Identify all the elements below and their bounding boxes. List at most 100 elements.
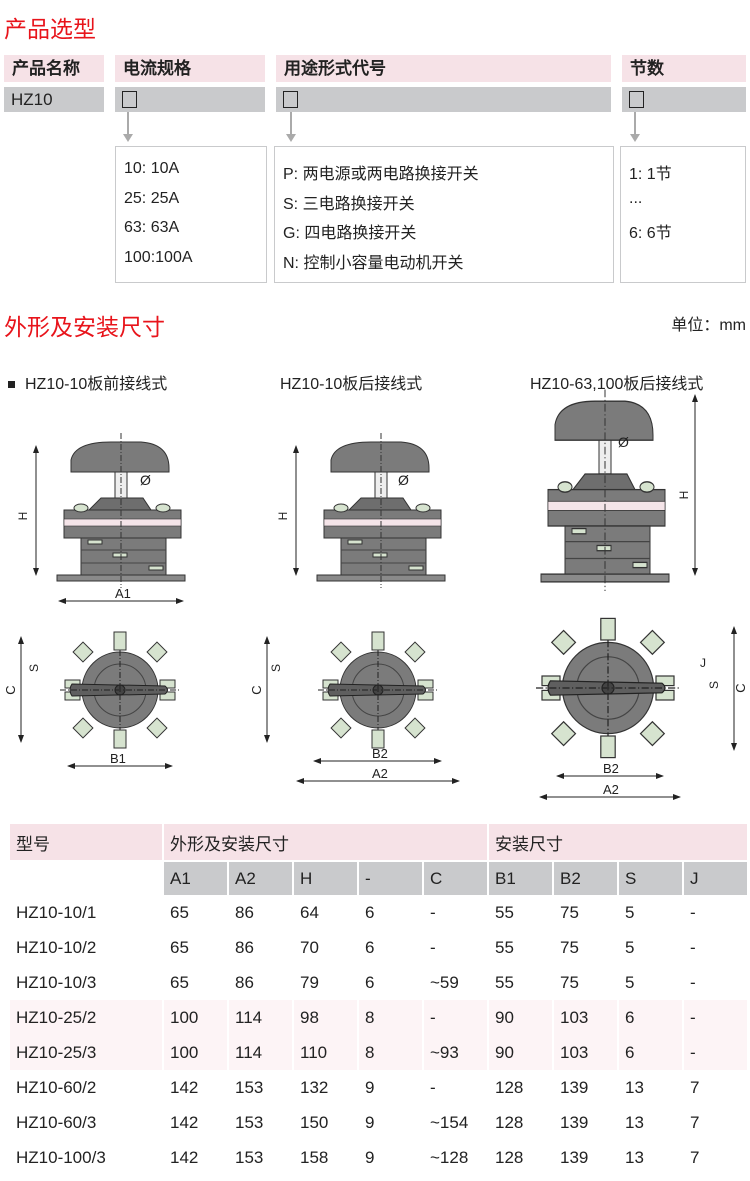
value-cell: 114 [229, 1000, 292, 1035]
dim-label-diameter: Ø [140, 472, 151, 488]
value-cell: 128 [495, 1112, 524, 1132]
connector-line [290, 112, 292, 136]
usage-options: P: 两电源或两电路换接开关 S: 三电路换接开关 G: 四电路换接开关 N: … [274, 146, 614, 283]
value-cell: ~59 [430, 972, 459, 992]
value-cell: ~154 [430, 1112, 469, 1132]
value-cell: 153 [235, 1112, 264, 1132]
arrow-down-icon [286, 134, 296, 142]
value-cell: - [690, 937, 696, 957]
value-cell: 65 [170, 902, 189, 922]
column-header: B2 [554, 860, 617, 895]
front-view-board-rear [316, 432, 446, 589]
value-cell: - [430, 902, 436, 922]
value-cell: 13 [625, 1147, 644, 1167]
value-cell: 90 [489, 1035, 552, 1070]
value-cell: 8 [359, 1000, 422, 1035]
header-sections: 节数 [622, 55, 746, 82]
value-cell: 75 [560, 937, 579, 957]
column-header: A2 [229, 860, 292, 895]
value-cell: 5 [625, 937, 635, 957]
value-cell: 65 [170, 972, 189, 992]
option: 6: 6节 [629, 225, 672, 242]
value-cell: 86 [235, 972, 254, 992]
value-cell: 142 [170, 1077, 199, 1097]
value-cell: - [684, 1000, 747, 1035]
option: ... [629, 189, 643, 207]
value-cell: 70 [300, 937, 319, 957]
value-cell: 7 [690, 1147, 700, 1167]
dim-label-c: C [249, 685, 264, 694]
option: 1: 1节 [629, 166, 672, 183]
option: S: 三电路换接开关 [283, 195, 415, 213]
value-cell: 150 [300, 1112, 329, 1132]
placeholder-box-icon [122, 91, 137, 109]
group-header-outline: 外形及安装尺寸 [164, 824, 487, 860]
value-cell: 6 [619, 1000, 682, 1035]
current-spec-slot [115, 87, 265, 112]
column-header: S [619, 860, 682, 895]
dim-label-a2: A2 [372, 766, 388, 781]
top-view-board-front [59, 631, 181, 749]
bullet-icon [8, 381, 15, 389]
value-cell: 75 [560, 972, 579, 992]
dim-label-a1: A1 [115, 586, 131, 601]
drawing-caption-3: HZ10-63,100板后接线式 [530, 376, 704, 393]
value-cell: 114 [229, 1035, 292, 1070]
placeholder-box-icon [283, 91, 298, 109]
dimensions-title: 外形及安装尺寸 [4, 314, 165, 340]
table-header-groups: 型号 外形及安装尺寸 安装尺寸 [10, 824, 747, 860]
value-cell: ~93 [424, 1035, 487, 1070]
model-header: 型号 [10, 824, 162, 860]
dim-label-s: S [27, 664, 41, 672]
product-name-value: HZ10 [4, 87, 104, 112]
value-cell: 103 [554, 1035, 617, 1070]
model-cell: HZ10-10/1 [16, 902, 97, 922]
model-cell: HZ10-10/3 [16, 972, 97, 992]
front-view-board-front [56, 432, 186, 589]
value-cell: 55 [495, 937, 514, 957]
arrow-down-icon [123, 134, 133, 142]
model-cell: HZ10-100/3 [16, 1147, 106, 1167]
arrow-down-icon [630, 134, 640, 142]
value-cell: 55 [495, 972, 514, 992]
value-cell: 79 [300, 972, 319, 992]
value-cell: 13 [625, 1077, 644, 1097]
value-cell: 158 [300, 1147, 329, 1167]
value-cell: - [684, 1035, 747, 1070]
value-cell: 90 [489, 1000, 552, 1035]
value-cell: - [430, 937, 436, 957]
value-cell: 142 [170, 1112, 199, 1132]
value-cell: 100 [164, 1035, 227, 1070]
dimension-drawings: H Ø A1 C S B1 H Ø C S B2 A2 H Ø C J S B2 [3, 388, 748, 800]
drawing-caption-2: HZ10-10板后接线式 [280, 376, 423, 393]
model-cell: HZ10-60/3 [16, 1112, 97, 1132]
option: 63: 63A [124, 219, 180, 236]
model-cell: HZ10-25/3 [10, 1035, 162, 1070]
value-cell: 100 [164, 1000, 227, 1035]
unit-label: 单位：mm [671, 317, 746, 334]
value-cell: 86 [235, 937, 254, 957]
value-cell: 128 [495, 1147, 524, 1167]
value-cell: 9 [365, 1112, 375, 1132]
column-header: A1 [164, 860, 227, 895]
option: 100:100A [124, 248, 193, 266]
value-cell: 153 [235, 1077, 264, 1097]
value-cell: 6 [365, 972, 375, 992]
header-product-name: 产品名称 [4, 55, 104, 82]
value-cell: 7 [690, 1112, 700, 1132]
header-current-spec: 电流规格 [115, 55, 265, 82]
connector-line [127, 112, 129, 136]
value-cell: 6 [365, 937, 375, 957]
dim-label-b1: B1 [110, 751, 126, 766]
value-cell: 142 [170, 1147, 199, 1167]
drawing-caption-1: HZ10-10板前接线式 [8, 370, 167, 394]
dim-label-s: S [707, 681, 721, 689]
